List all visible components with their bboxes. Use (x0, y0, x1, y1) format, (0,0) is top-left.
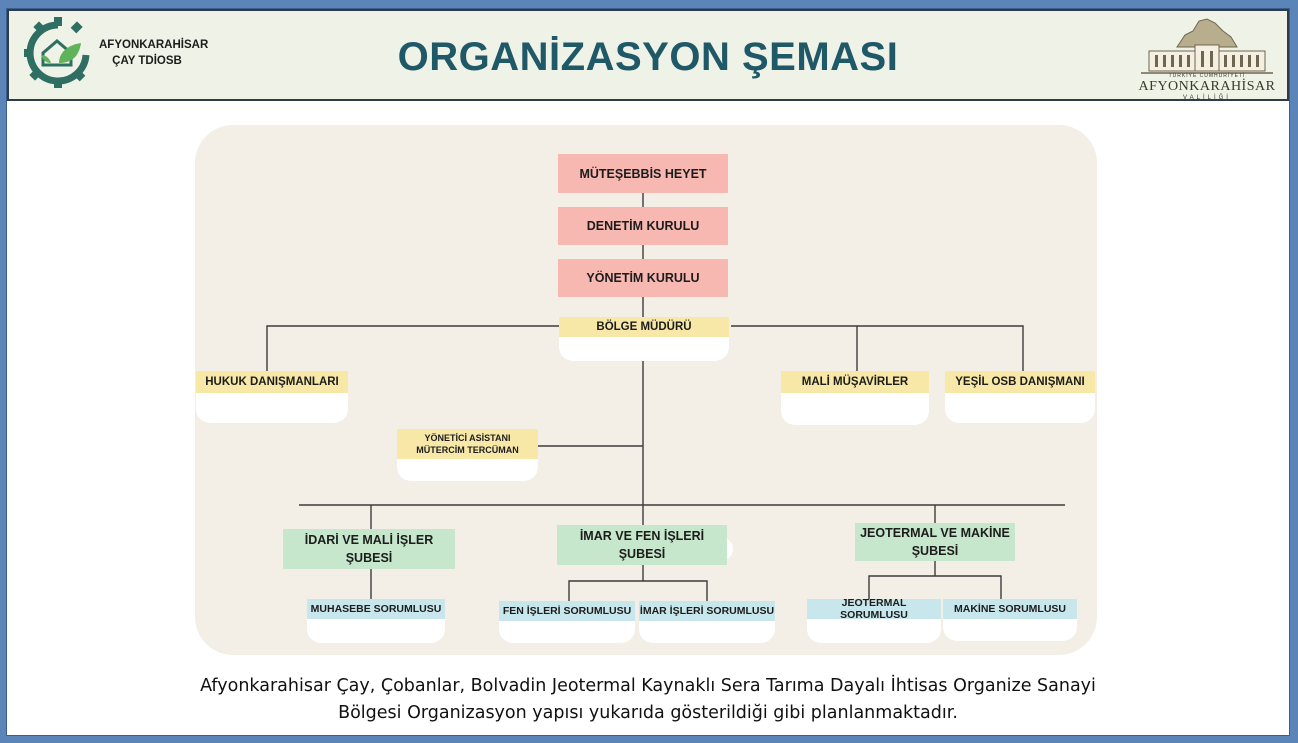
tdiosb-logo: AFYONKARAHİSAR ÇAY TDİOSB (21, 15, 209, 95)
branch-2-line-1: İMAR VE FEN İŞLERİ (579, 529, 705, 543)
org-box-denetim-kurulu: DENETİM KURULU (558, 207, 728, 245)
brand-line-2: ÇAY TDİOSB (112, 55, 182, 67)
org-box-yonetici-asistani: YÖNETİCİ ASİSTANI MÜTERCİM TERCÜMAN (397, 429, 538, 459)
unit-box-base-fen (499, 619, 635, 643)
branch-3-line-1: JEOTERMAL VE MAKİNE (860, 526, 1010, 540)
branch-1-line-1: İDARİ VE MALİ İŞLER (304, 533, 434, 547)
assistant-line-2: MÜTERCİM TERCÜMAN (416, 445, 519, 455)
page-title: ORGANİZASYON ŞEMASI (397, 35, 899, 79)
caption-line-1: Afyonkarahisar Çay, Çobanlar, Bolvadin J… (200, 676, 1096, 696)
branch-3-line-2: ŞUBESİ (911, 544, 959, 558)
director-box-base (559, 335, 729, 361)
brand-line-1: AFYONKARAHİSAR (99, 39, 209, 51)
caption-line-2: Bölgesi Organizasyon yapısı yukarıda gös… (338, 703, 958, 723)
advisor-box-base-mali (781, 391, 929, 425)
advisor-box-base-yesil (945, 391, 1095, 423)
org-box-imar-fen-isleri: İMAR VE FEN İŞLERİ ŞUBESİ (557, 525, 727, 565)
org-box-makine-sorumlusu: MAKİNE SORUMLUSU (943, 599, 1077, 619)
assistant-box-base (397, 457, 538, 481)
advisor-box-base-hukuk (196, 391, 348, 423)
valilik-logo: TÜRKİYE CUMHURİYETİ AFYONKARAHİSAR VALİL… (1137, 17, 1277, 101)
unit-box-base-makine (943, 617, 1077, 641)
org-box-yesil-osb-danismani: YEŞİL OSB DANIŞMANI (945, 371, 1095, 393)
valilik-city: AFYONKARAHİSAR (1138, 79, 1276, 94)
org-box-mali-musavirler: MALİ MÜŞAVİRLER (781, 371, 929, 393)
org-box-mutesebbis-heyet: MÜTEŞEBBİS HEYET (558, 154, 728, 193)
unit-box-base-jeotermal (807, 617, 941, 643)
org-box-jeotermal-sorumlusu: JEOTERMAL SORUMLUSU (807, 597, 941, 621)
org-box-imar-isleri-sorumlusu: İMAR İŞLERİ SORUMLUSU (639, 601, 775, 621)
org-chart-connectors (266, 193, 1065, 601)
chart-caption: Afyonkarahisar Çay, Çobanlar, Bolvadin J… (7, 673, 1289, 727)
tdiosb-brand: AFYONKARAHİSAR ÇAY TDİOSB (99, 37, 209, 69)
org-box-hukuk-danismanlari: HUKUK DANIŞMANLARI (196, 371, 348, 393)
valilik-office: VALİLİĞİ (1183, 95, 1231, 101)
org-box-idari-mali-isler: İDARİ VE MALİ İŞLER ŞUBESİ (283, 529, 455, 569)
assistant-line-1: YÖNETİCİ ASİSTANI (424, 433, 511, 443)
unit-box-base-imar (639, 619, 775, 643)
valilik-country: TÜRKİYE CUMHURİYETİ (1168, 73, 1246, 79)
org-box-bolge-muduru: BÖLGE MÜDÜRÜ (559, 317, 729, 337)
org-box-fen-isleri-sorumlusu: FEN İŞLERİ SORUMLUSU (499, 601, 635, 621)
org-box-jeotermal-makine: JEOTERMAL VE MAKİNE ŞUBESİ (855, 523, 1015, 561)
gear-leaf-icon (24, 17, 90, 88)
slide-header: AFYONKARAHİSAR ÇAY TDİOSB ORGANİZASYON Ş… (7, 9, 1289, 101)
slide: AFYONKARAHİSAR ÇAY TDİOSB ORGANİZASYON Ş… (6, 8, 1290, 736)
branch-2-line-2: ŞUBESİ (618, 547, 666, 561)
unit-box-base-muhasebe (307, 617, 445, 643)
castle-building-icon (1141, 18, 1273, 74)
org-box-muhasebe-sorumlusu: MUHASEBE SORUMLUSU (307, 599, 445, 619)
org-box-yonetim-kurulu: YÖNETİM KURULU (558, 259, 728, 297)
branch-1-line-2: ŞUBESİ (345, 551, 393, 565)
